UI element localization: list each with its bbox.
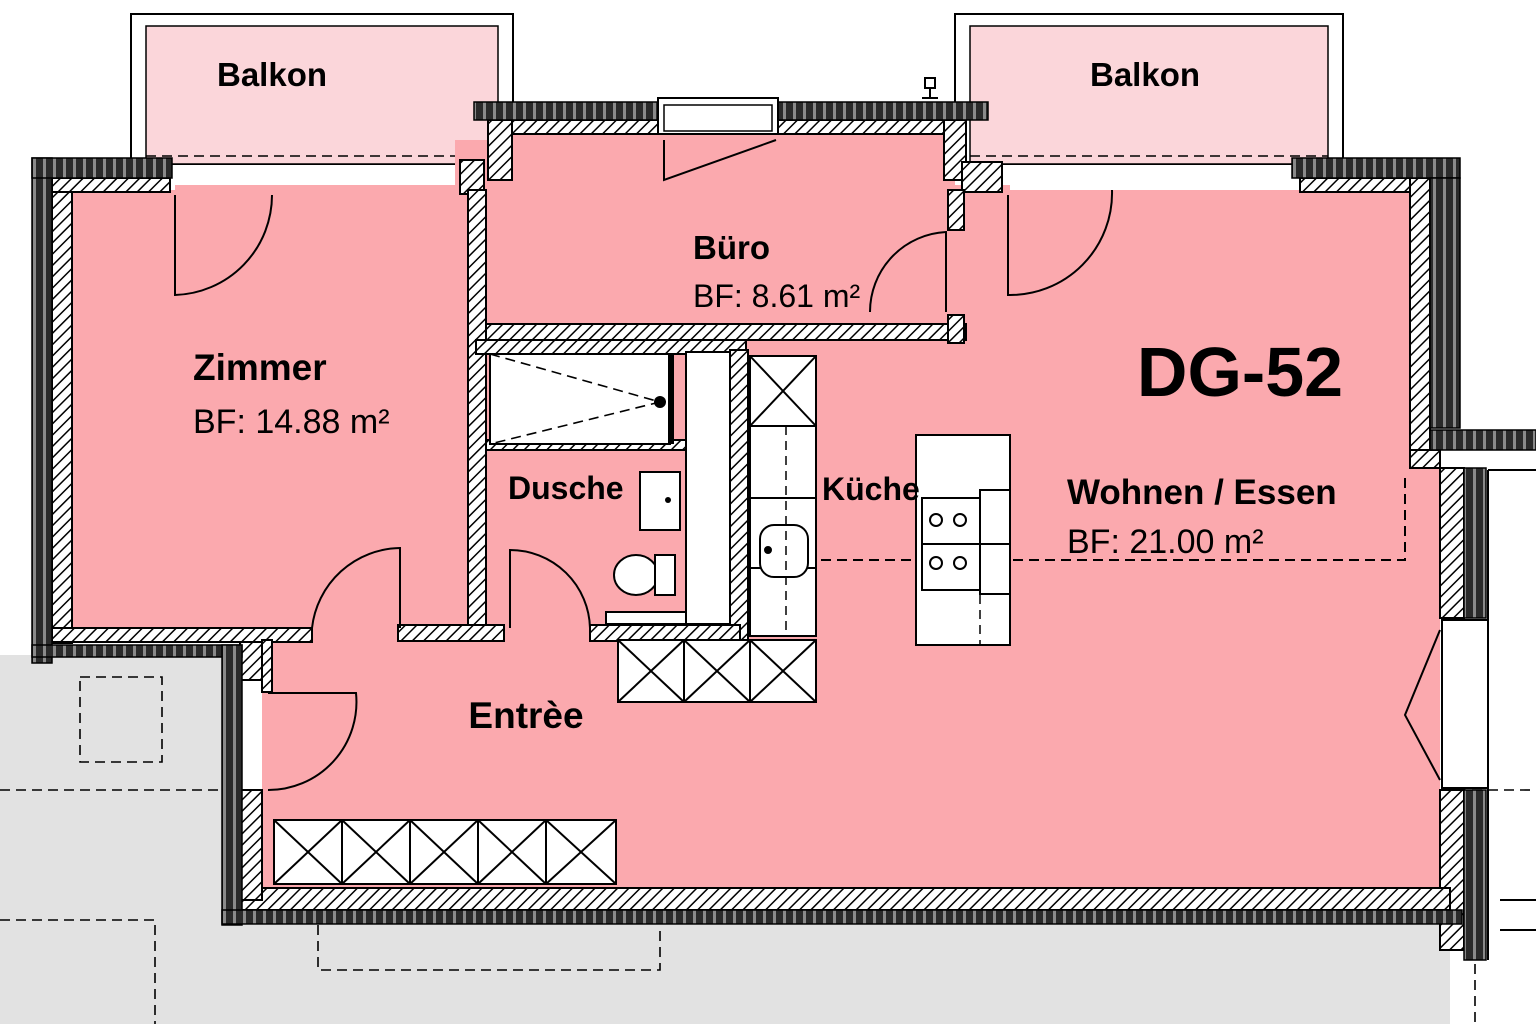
room-name-dusche: Dusche xyxy=(508,470,624,506)
kitchen-island xyxy=(915,434,1011,646)
shower-tray xyxy=(489,353,674,445)
room-name-zimmer: Zimmer xyxy=(193,347,327,388)
unit-id: DG-52 xyxy=(1137,333,1343,411)
balcony-right-label: Balkon xyxy=(1090,56,1200,93)
balcony-left-label: Balkon xyxy=(217,56,327,93)
kitchen-counter xyxy=(617,355,817,703)
doors xyxy=(174,139,1441,792)
outside-area xyxy=(0,655,1536,1024)
room-area-wohnen: BF: 21.00 m² xyxy=(1067,523,1264,561)
room-name-wohnen: Wohnen / Essen xyxy=(1067,473,1337,512)
facade-edge xyxy=(31,101,1536,961)
bathroom-fixtures xyxy=(605,351,731,625)
room-area-buero: BF: 8.61 m² xyxy=(693,278,861,314)
windows xyxy=(657,97,1536,960)
room-name-buero: Büro xyxy=(693,229,770,266)
room-area-zimmer: BF: 14.88 m² xyxy=(193,403,390,441)
balcony-left xyxy=(130,13,514,165)
room-name-entree: Entrèe xyxy=(468,695,583,736)
balcony-right xyxy=(954,13,1344,165)
lamp-icon xyxy=(922,77,938,99)
wardrobe xyxy=(273,819,617,885)
room-name-kueche: Küche xyxy=(822,471,920,507)
